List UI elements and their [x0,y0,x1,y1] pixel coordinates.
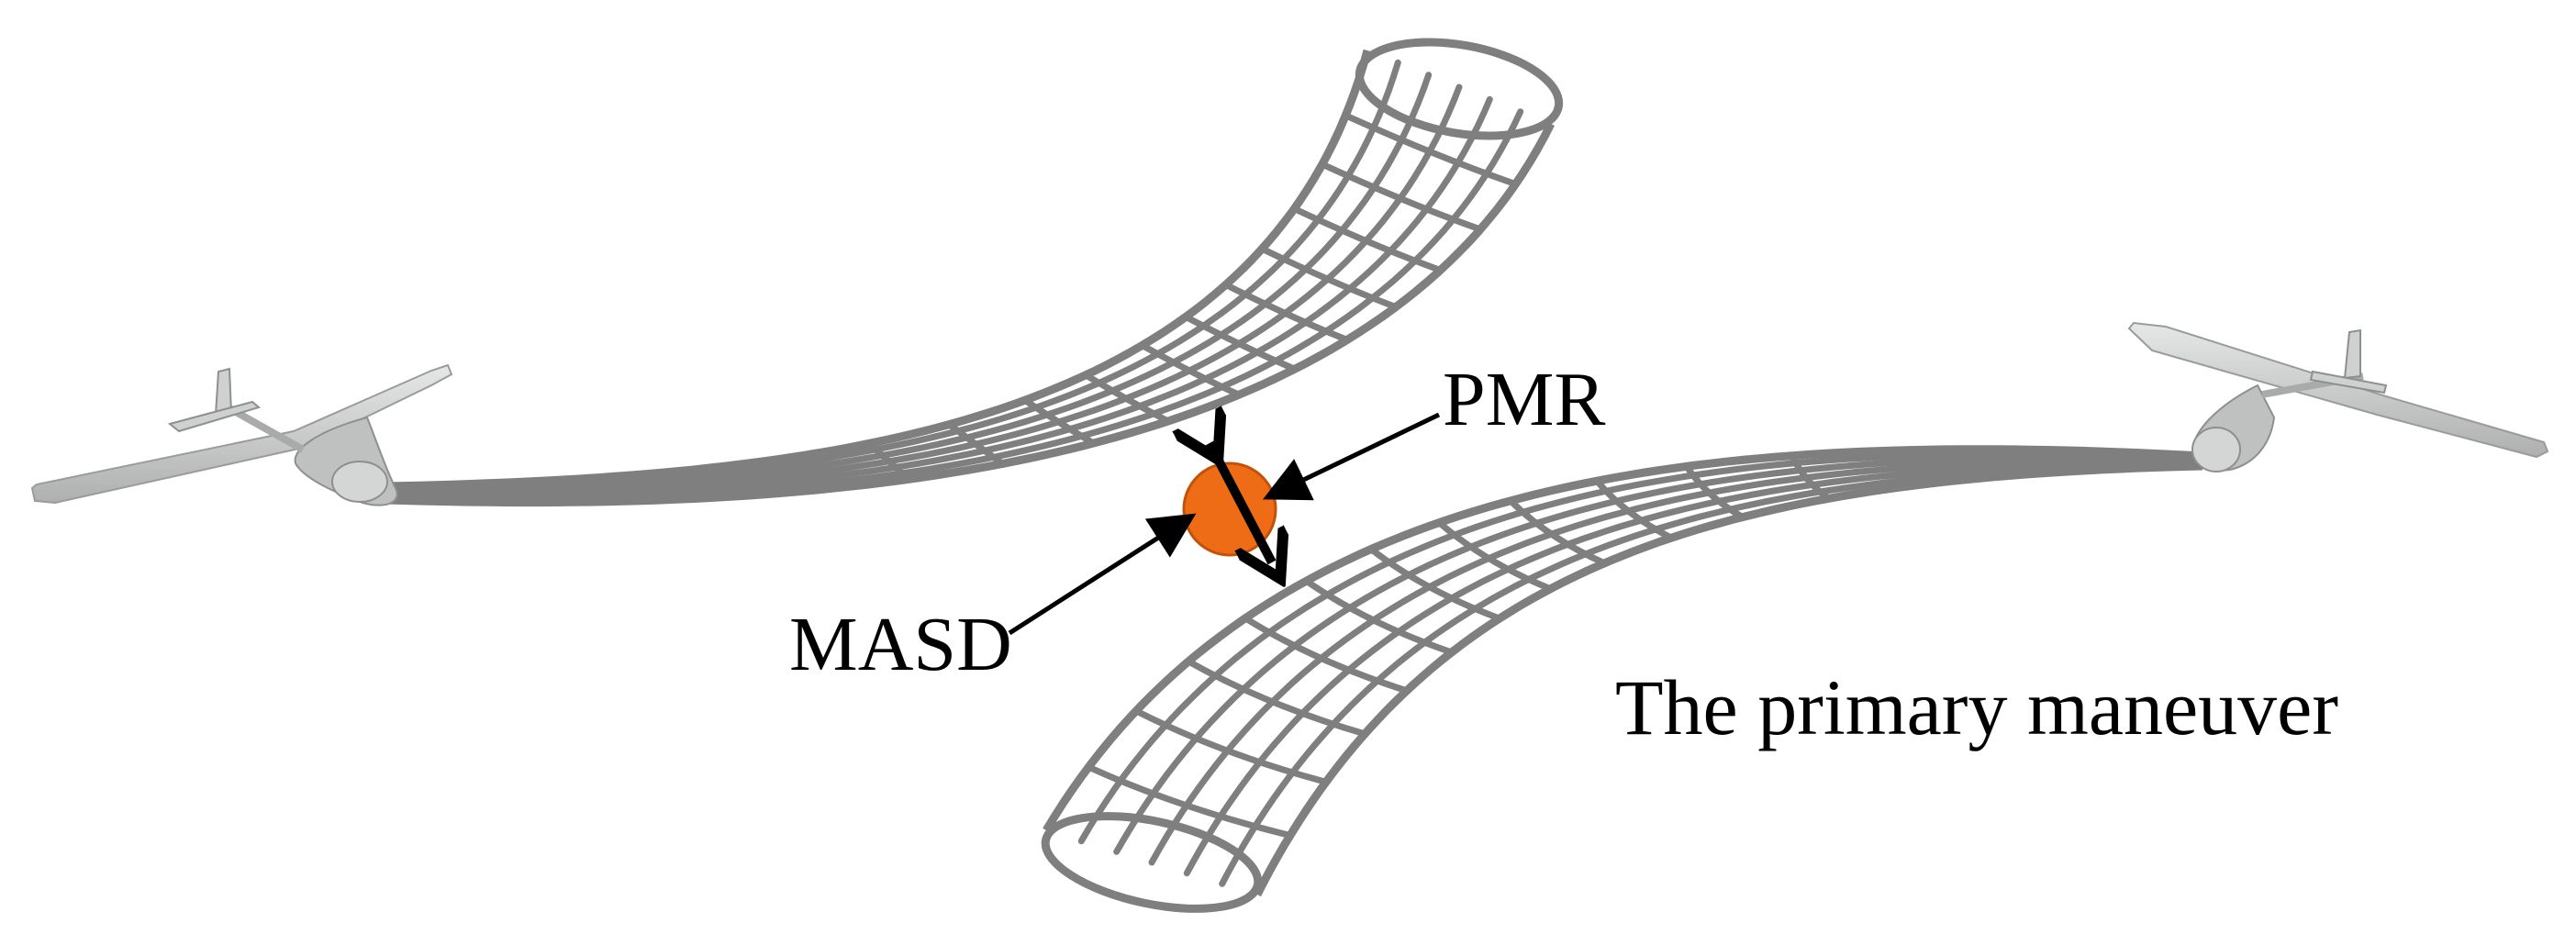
tube-ring-line [1367,546,1503,622]
tube-longitudinal-line [1113,454,2206,855]
tube-opening-upper [1355,38,1564,140]
tube-ring-line [769,456,802,495]
tube-longitudinal-line [1043,445,2203,833]
caption-label: The primary maneuver [1615,663,2338,751]
tube-longitudinal-line [1254,461,2203,897]
tube-ring-line [1789,452,1833,502]
tube-longitudinal-line [382,59,1401,492]
tube-longitudinal-line [382,72,1433,495]
tube-longitudinal-line [382,83,1463,497]
tube-longitudinal-line [1148,457,2206,866]
tube-ring-line [1132,707,1330,785]
tube-ring-line [1507,497,1608,567]
masd-dimension-arrow [1210,443,1272,562]
tube-ring-line [1085,763,1294,839]
masd-leader-arrow [1008,513,1197,636]
tube-longitudinal-line [1077,450,2206,845]
masd-label: MASD [789,602,1012,687]
lower-maneuver-tube [1041,445,2206,913]
tube-opening-lower [1041,812,1263,913]
tube-ring-line [1139,342,1243,398]
tube-longitudinal-line [1219,461,2206,887]
tube-ring-line [1435,519,1554,593]
tube-ring-line [1082,372,1172,425]
tube-ring-line [1303,577,1455,656]
tube-ring-line [1342,112,1519,188]
tube-ring-line [1683,462,1746,521]
tube-ring-line [1319,161,1484,233]
uav-aircraft-icon [2127,321,2549,472]
tube-ring-line [1222,281,1351,343]
tube-ring-line [1242,615,1411,695]
tube-ring-line [1185,658,1368,738]
tube-ring-line [945,421,1007,467]
uav-aircraft-icon [30,363,453,506]
tube-ring-line [865,439,912,483]
tube-longitudinal-line [1183,459,2206,877]
tube-longitudinal-line [385,121,1556,507]
tube-ring-line [1593,477,1675,541]
tube-longitudinal-line [382,95,1493,500]
tube-ring-line [1021,396,1098,447]
upper-maneuver-tube [382,38,1564,507]
tube-ring-line [1258,245,1400,311]
tube-longitudinal-line [385,49,1372,491]
tube-ring-line [1290,206,1444,273]
pmr-leader-arrow [1262,412,1441,501]
tube-ring-line [1182,313,1299,372]
pmr-label: PMR [1443,357,1605,442]
